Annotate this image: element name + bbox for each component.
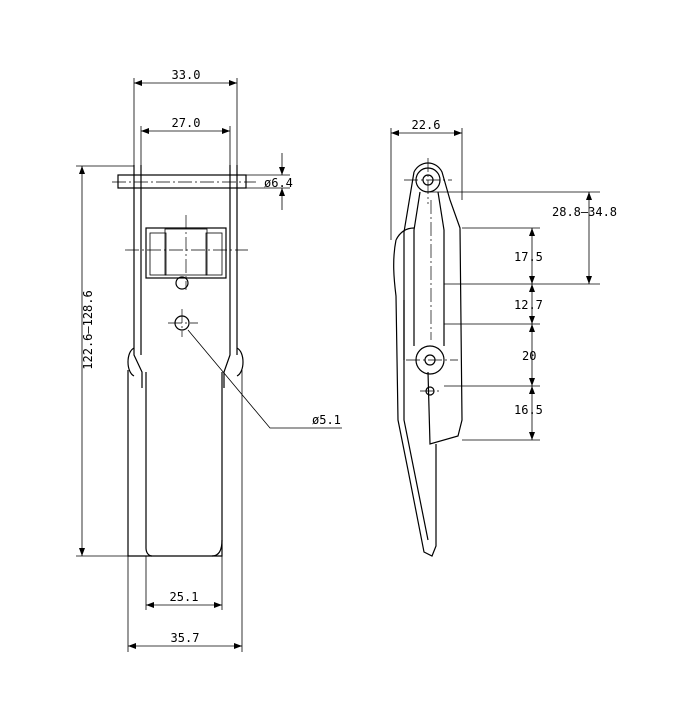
dim-adjust-range: 28.8–34.8 [552,205,617,219]
side-dimensions: 22.6 28.8–34.8 17.5 12.7 20 16.5 [390,118,617,441]
dim-27-0: 27.0 [172,116,201,130]
front-view [112,165,342,557]
dim-16-5: 16.5 [514,403,543,417]
front-dimensions: 33.0 27.0 ø6.4 122.6–128.6 ø5.1 25.1 35.… [76,68,341,652]
lever-body [127,370,223,557]
dim-hole-diameter: ø5.1 [312,413,341,427]
dim-17-5: 17.5 [514,250,543,264]
right-strap [223,165,231,388]
dim-12-7: 12.7 [514,298,543,312]
side-lever [393,239,437,557]
dim-22-6: 22.6 [412,118,441,132]
dim-35-7: 35.7 [171,631,200,645]
top-pin [117,174,247,189]
hole-leader [187,329,342,429]
dim-20: 20 [522,349,536,363]
latch-arm [413,162,463,445]
side-view [393,158,463,557]
left-strap [133,165,143,388]
dim-25-1: 25.1 [170,590,199,604]
dim-33-0: 33.0 [172,68,201,82]
dim-pin-diameter: ø6.4 [264,176,293,190]
dim-height-range: 122.6–128.6 [81,290,95,369]
upper-hole [175,276,189,290]
